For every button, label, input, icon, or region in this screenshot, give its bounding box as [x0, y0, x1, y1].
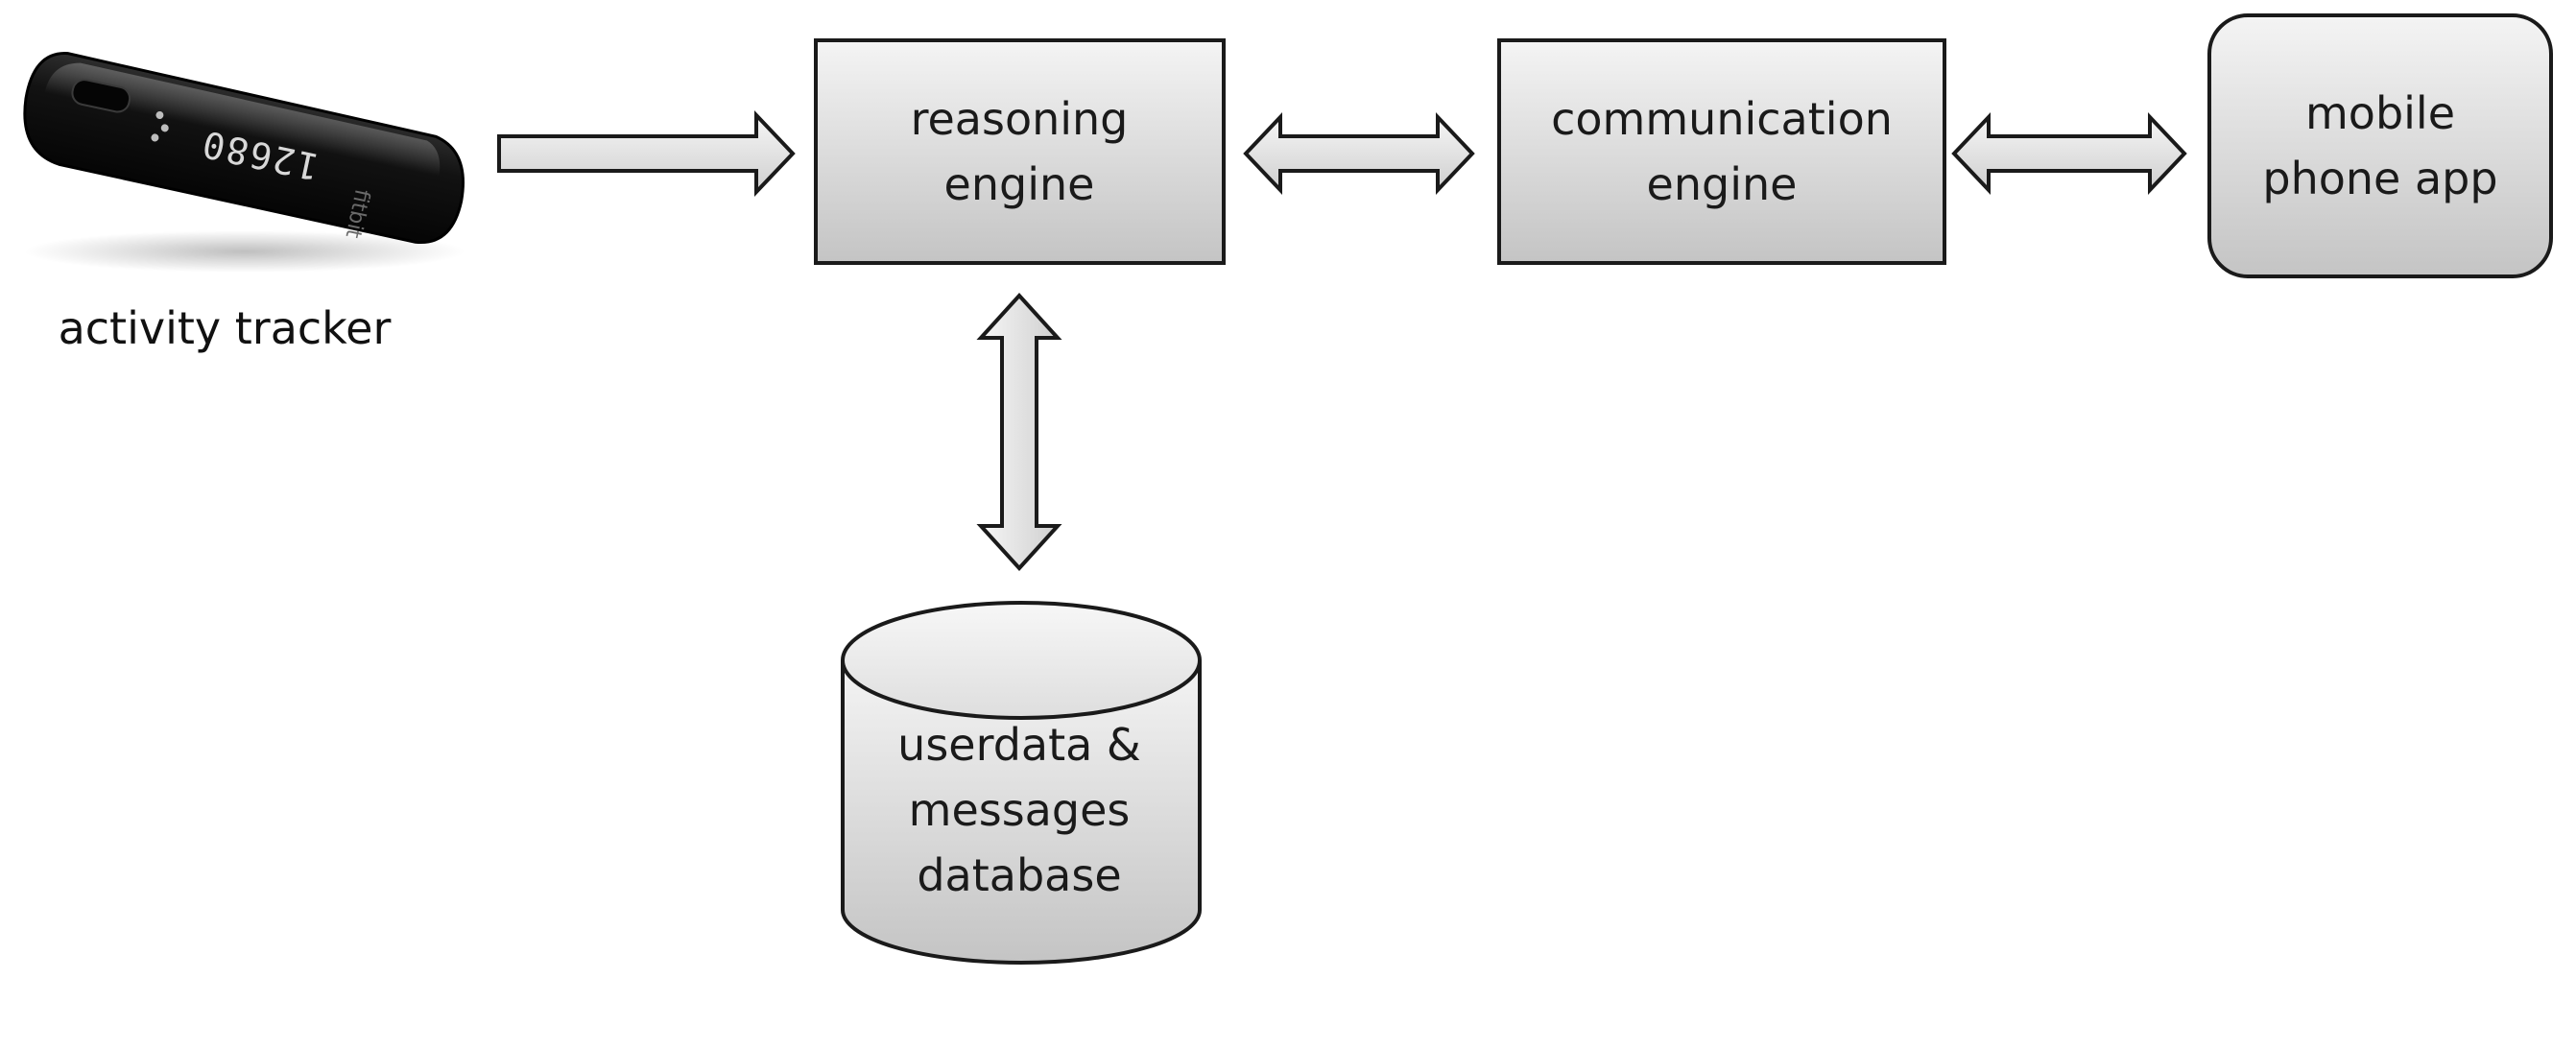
arrow-communication-mobile: [1951, 111, 2187, 196]
reasoning-engine-box: [814, 38, 1226, 265]
communication-engine-box: [1497, 38, 1946, 265]
communication-engine-label-line1: communication: [1551, 93, 1893, 145]
reasoning-engine-node: reasoning engine: [814, 38, 1226, 265]
database-node: userdata & messages database: [841, 601, 1202, 965]
mobile-phone-app-box: [2207, 13, 2553, 278]
arrow-reasoning-communication: [1243, 111, 1475, 196]
reasoning-engine-label-line1: reasoning: [911, 93, 1129, 145]
tracker-icon: 12680 fitbit: [23, 52, 465, 244]
arrow-tracker-to-reasoning: [497, 109, 796, 198]
tracker-dots-icon: [151, 110, 169, 142]
tracker-shadow: [24, 230, 465, 273]
database-label-line3: database: [917, 849, 1121, 901]
database-label-line2: messages: [909, 784, 1131, 836]
mobile-phone-app-label-line2: phone app: [2262, 153, 2497, 204]
activity-tracker-device: 12680 fitbit activity tracker: [23, 52, 465, 354]
tracker-highlight: [44, 62, 441, 177]
database-cylinder-top: [841, 601, 1202, 720]
communication-engine-label-line2: engine: [1647, 158, 1798, 210]
database-cylinder-body: [841, 660, 1202, 965]
mobile-phone-app-node: mobile phone app: [2207, 13, 2553, 278]
tracker-button: [71, 79, 131, 113]
reasoning-engine-label-line2: engine: [944, 158, 1095, 210]
arrow-reasoning-database: [976, 293, 1062, 571]
activity-tracker-caption: activity tracker: [59, 302, 392, 354]
communication-engine-node: communication engine: [1497, 38, 1946, 265]
mobile-phone-app-label-line1: mobile: [2305, 87, 2455, 139]
database-label-line1: userdata &: [897, 719, 1141, 771]
